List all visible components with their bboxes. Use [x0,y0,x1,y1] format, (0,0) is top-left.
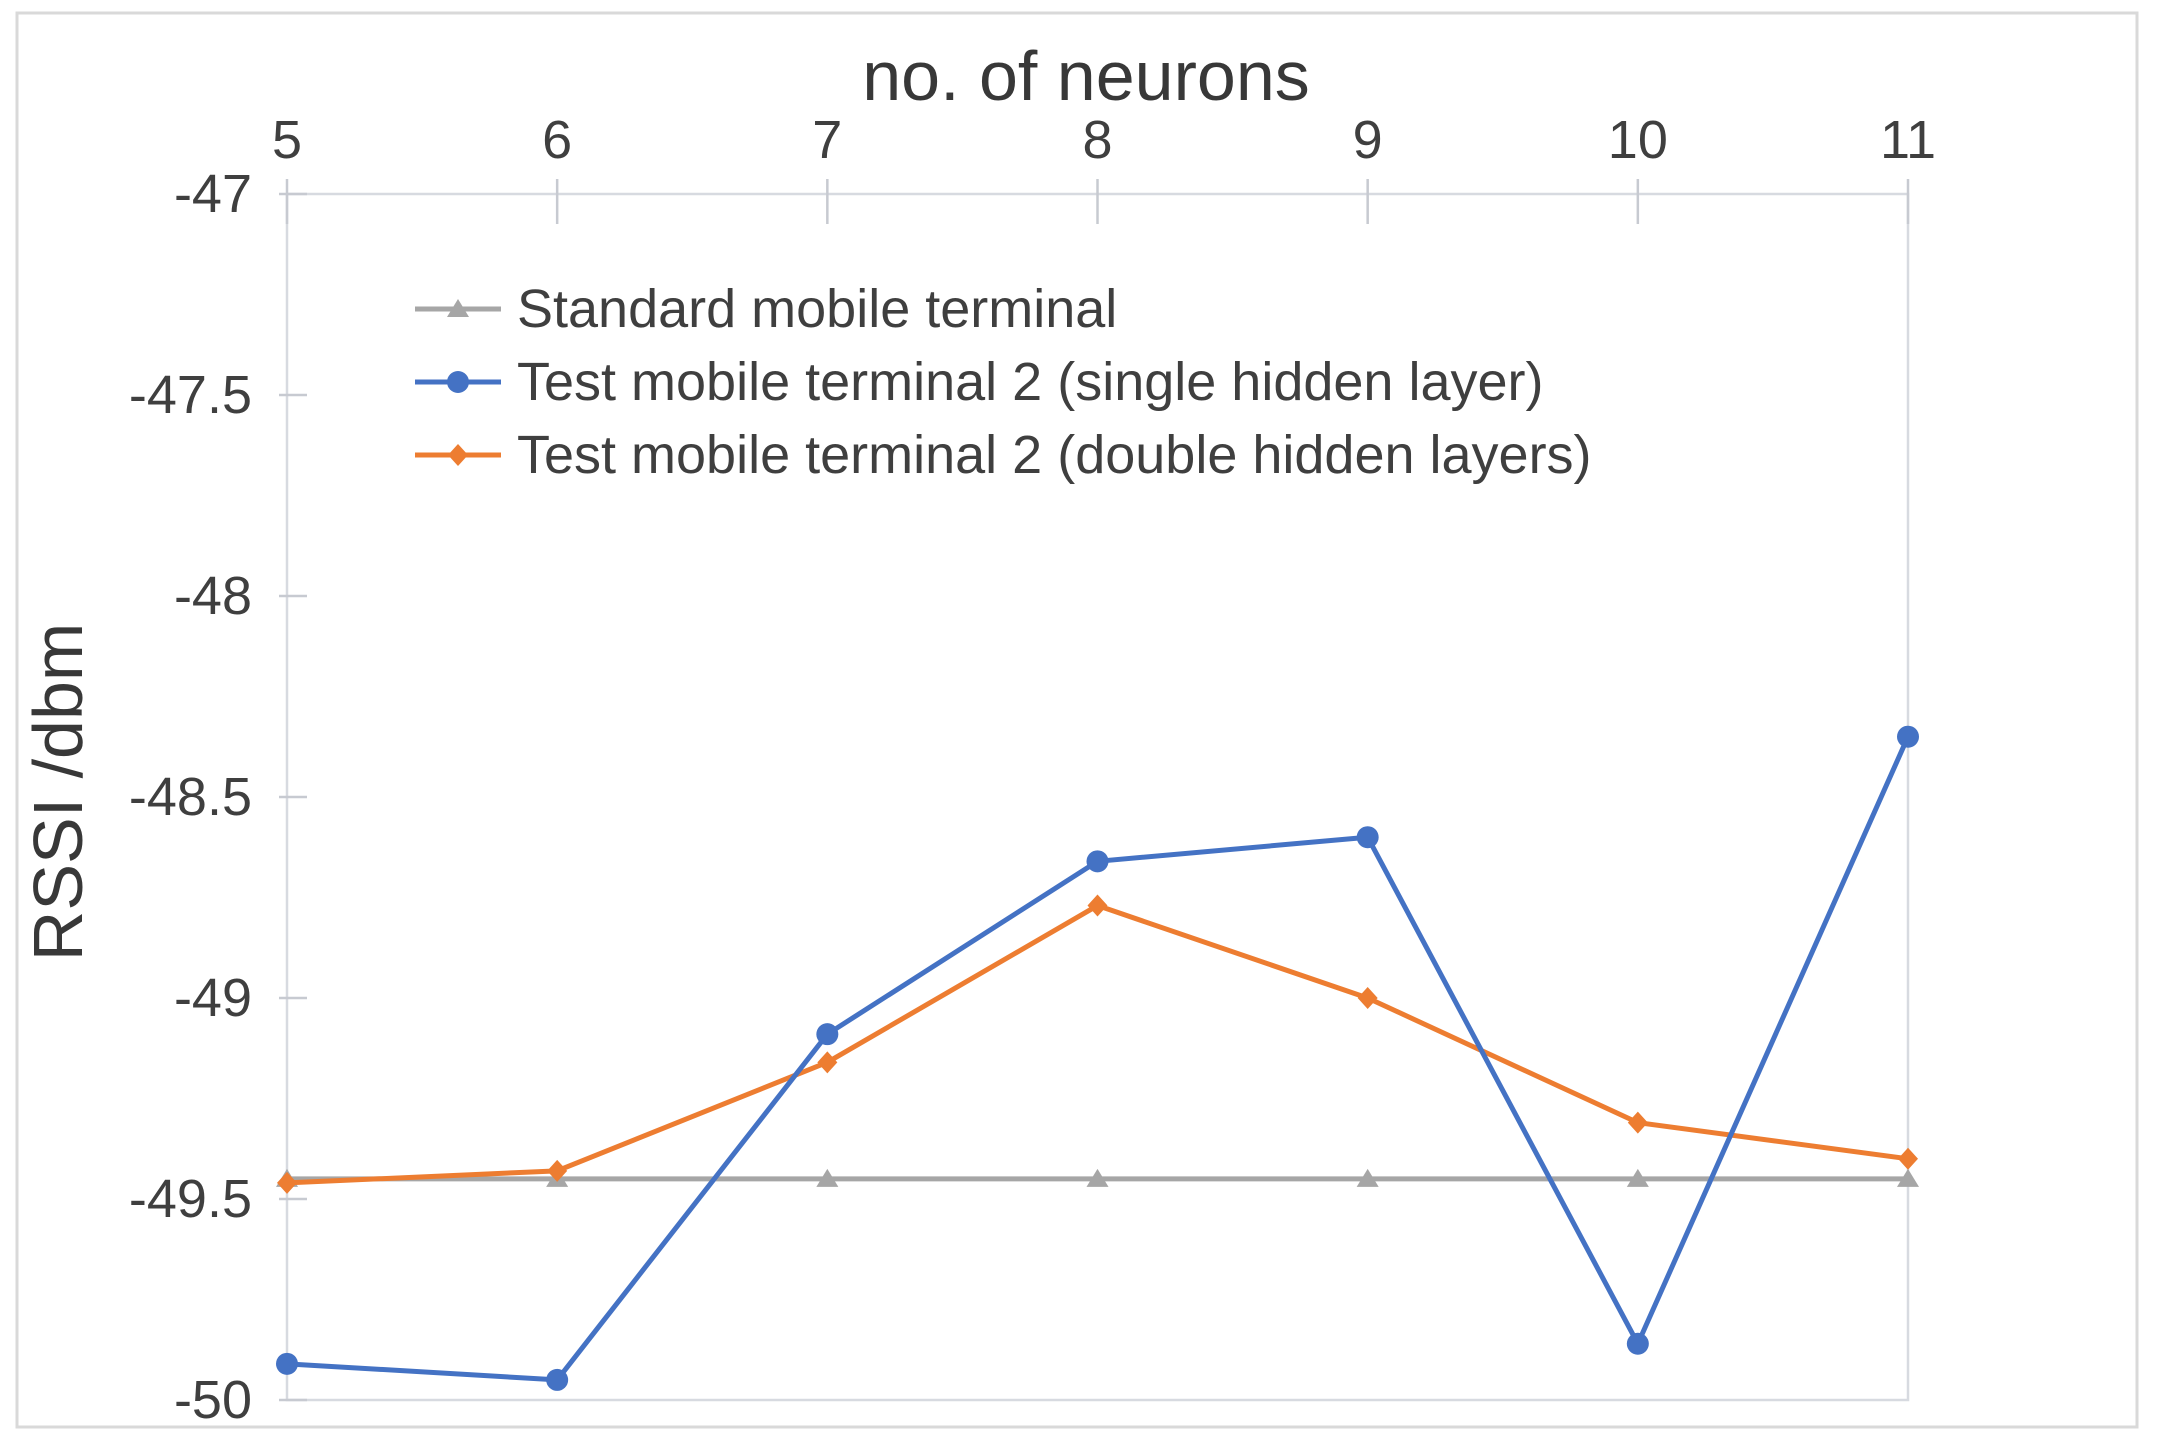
series-line [284,734,1911,1383]
diamond-marker [817,1051,838,1074]
triangle-marker [1626,1168,1649,1187]
diamond-marker [1357,987,1378,1009]
circle-marker [276,1352,298,1375]
triangle-marker [1897,1168,1919,1187]
legend-label: Standard mobile terminal [517,279,1117,339]
legend-triangle-marker [447,299,469,317]
circle-marker [1086,850,1109,873]
triangle-marker [1356,1168,1379,1187]
x-tick-label: 11 [1880,110,1936,170]
y-tick-label: -50 [174,1370,252,1430]
y-tick-label: -49 [174,968,252,1028]
diamond-marker [1087,894,1108,917]
y-tick-label: -48 [174,566,252,626]
y-tick-label: -49.5 [129,1169,252,1229]
x-tick-label: 8 [1082,110,1112,170]
x-tick-label: 6 [542,110,572,170]
legend-entry-standard-mobile-terminal: Standard mobile terminal [415,279,1117,339]
x-tick-label: 5 [272,110,302,170]
y-tick-label: -48.5 [129,767,252,827]
series-test-mobile-terminal-2-single-hidden-layer [276,725,1919,1391]
circle-marker [1897,725,1919,748]
legend-circle-marker [447,371,469,393]
triangle-marker [816,1168,839,1187]
diamond-marker [547,1159,568,1182]
triangle-marker [1086,1168,1109,1187]
legend-entry-test-mobile-terminal-2-single-hidden-layer: Test mobile terminal 2 (single hidden la… [415,352,1543,412]
legend-diamond-marker [448,444,468,466]
diamond-marker [277,1171,297,1194]
x-tick-label: 9 [1353,110,1383,170]
diamond-marker [1627,1111,1648,1134]
legend-label: Test mobile terminal 2 (single hidden la… [517,352,1543,412]
diamond-marker [1898,1147,1918,1170]
y-axis-title: RSSI /dbm [19,623,97,961]
circle-marker [1626,1332,1649,1355]
series-test-mobile-terminal-2-double-hidden-layers [277,894,1918,1194]
figure-border [15,11,2139,1429]
series-line [284,903,1911,1186]
circle-marker [546,1368,569,1391]
legend-label: Test mobile terminal 2 (double hidden la… [517,425,1592,485]
y-tick-label: -47.5 [129,365,252,425]
x-tick-label: 7 [812,110,842,170]
x-tick-label: 10 [1608,110,1668,170]
plot-area: 5 6 7 8 9 10 11 -47 -47.5 -48 -48.5 -49 -49.5 -50 [129,110,1936,1430]
x-axis-title: no. of neurons [862,37,1310,115]
circle-marker [816,1023,839,1046]
circle-marker [1356,826,1379,849]
y-tick-label: -47 [174,164,252,224]
legend-entry-test-mobile-terminal-2-double-hidden-layers: Test mobile terminal 2 (double hidden la… [415,425,1592,485]
